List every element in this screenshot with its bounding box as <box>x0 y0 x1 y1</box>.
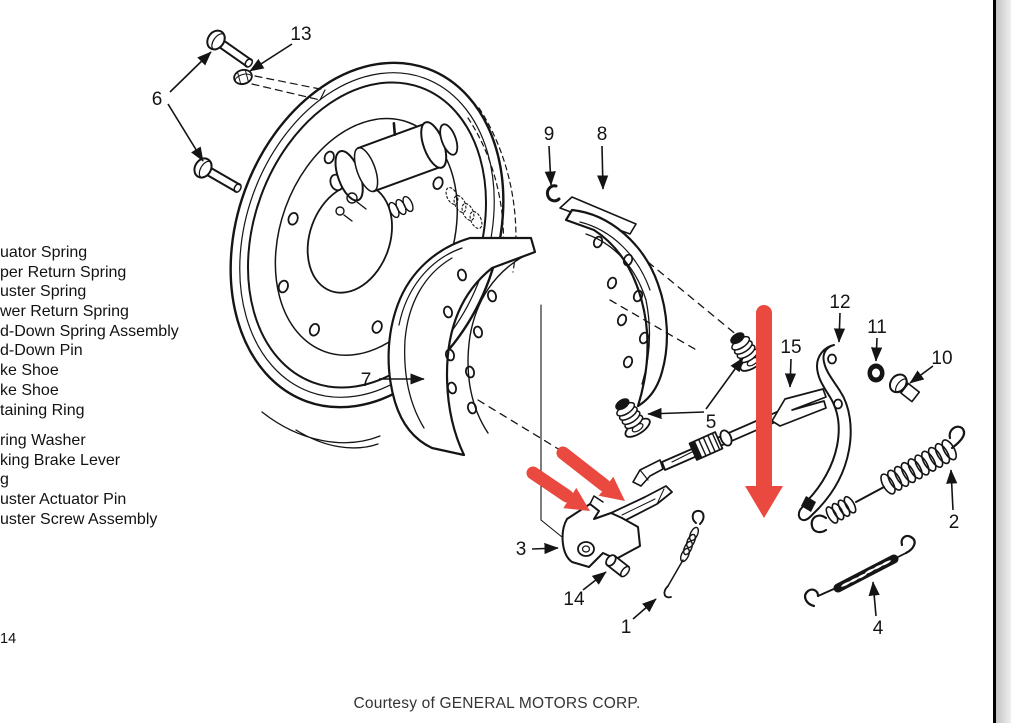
callout-3: 3 <box>516 539 559 560</box>
actuator-pin <box>888 373 921 403</box>
upper-return-spring <box>810 425 966 534</box>
parts-list-group2: ring Washer king Brake Lever g uster Act… <box>0 431 157 529</box>
callout-label-8: 8 <box>597 124 608 145</box>
callout-6: 6 <box>152 51 212 162</box>
callout-11: 11 <box>867 317 887 362</box>
parts-list-item: uator Spring <box>0 244 88 261</box>
parts-list-item: per Return Spring <box>0 263 127 281</box>
actuator-pivot-pin <box>605 554 631 578</box>
strut-wedge <box>771 388 827 427</box>
mounting-bolt-lower <box>193 157 242 193</box>
callout-label-9: 9 <box>544 124 555 145</box>
callout-label-1: 1 <box>621 617 632 638</box>
parts-list-item: ring Washer <box>0 432 86 449</box>
parts-list-item: taining Ring <box>0 401 85 419</box>
parts-list-item: ke Shoe <box>0 362 59 380</box>
callout-15: 15 <box>780 337 802 388</box>
actuator-lever-assembly <box>561 485 673 568</box>
callout-12: 12 <box>829 292 851 343</box>
parts-list-item: wer Return Spring <box>0 303 129 321</box>
page-edge-shadow <box>995 0 1011 723</box>
hidden-guide-line <box>540 304 563 538</box>
callout-8: 8 <box>597 124 609 190</box>
mounting-bolt-upper <box>206 29 254 68</box>
callout-10: 10 <box>909 348 953 384</box>
callout-label-4: 4 <box>873 618 884 639</box>
callout-label-12: 12 <box>829 292 850 313</box>
callout-label-6: 6 <box>152 89 163 110</box>
callout-label-15: 15 <box>780 337 801 358</box>
brake-shoe-left <box>387 236 537 457</box>
spring-washer <box>867 363 885 383</box>
backing-plate-lower-arcs <box>261 411 381 449</box>
nut-alignment-tick <box>319 89 326 101</box>
adjuster-spring <box>663 509 705 599</box>
wheel-cylinder <box>329 121 459 202</box>
callout-4: 4 <box>868 581 884 639</box>
c-clip <box>545 184 561 203</box>
nut-alignment-dashes <box>251 75 326 101</box>
callout-label-10: 10 <box>931 348 952 369</box>
page-number-fragment: 14 <box>0 631 17 647</box>
parts-list-item: d-Down Spring Assembly <box>0 322 179 340</box>
red-arrow-long-vertical <box>745 305 783 518</box>
adjuster-strut-assembly <box>632 407 790 487</box>
parts-list-item: uster Spring <box>0 283 87 301</box>
callout-label-11: 11 <box>867 317 887 338</box>
callout-5: 5 <box>647 357 744 433</box>
callout-label-13: 13 <box>290 24 311 45</box>
callout-label-7: 7 <box>361 370 372 391</box>
parts-list-item: d-Down Pin <box>0 342 83 360</box>
callout-7: 7 <box>361 370 425 391</box>
callout-label-14: 14 <box>563 589 585 610</box>
brake-shoe-right <box>559 196 669 408</box>
hold-down-spring-lower <box>615 398 651 438</box>
callout-14: 14 <box>563 571 607 610</box>
red-arrow-diagonal-left <box>526 466 590 511</box>
parking-brake-lever <box>797 344 852 521</box>
parts-list-item: king Brake Lever <box>0 451 121 469</box>
callout-label-2: 2 <box>949 512 960 533</box>
page-edge-line <box>993 0 996 723</box>
callout-2: 2 <box>946 469 960 533</box>
parts-list-item: g <box>0 471 9 489</box>
lower-return-spring <box>804 534 916 608</box>
parts-list-item: uster Actuator Pin <box>0 491 127 509</box>
lock-nut <box>233 68 253 86</box>
backing-plate-hidden-edge2 <box>478 107 517 273</box>
courtesy-caption: Courtesy of GENERAL MOTORS CORP. <box>353 695 641 712</box>
hidden-spring-dotted <box>445 187 483 229</box>
callout-9: 9 <box>544 124 556 186</box>
parts-list-item: uster Screw Assembly <box>0 510 158 528</box>
callout-label-3: 3 <box>516 539 527 560</box>
parts-list-group1: uator Spring per Return Spring uster Spr… <box>0 243 179 420</box>
callout-label-5: 5 <box>706 412 717 433</box>
parts-list-item: ke Shoe <box>0 381 59 399</box>
callout-13: 13 <box>249 24 312 72</box>
red-arrow-diagonal-right <box>556 446 625 501</box>
exploded-dashes <box>477 261 739 451</box>
callout-1: 1 <box>621 598 657 638</box>
